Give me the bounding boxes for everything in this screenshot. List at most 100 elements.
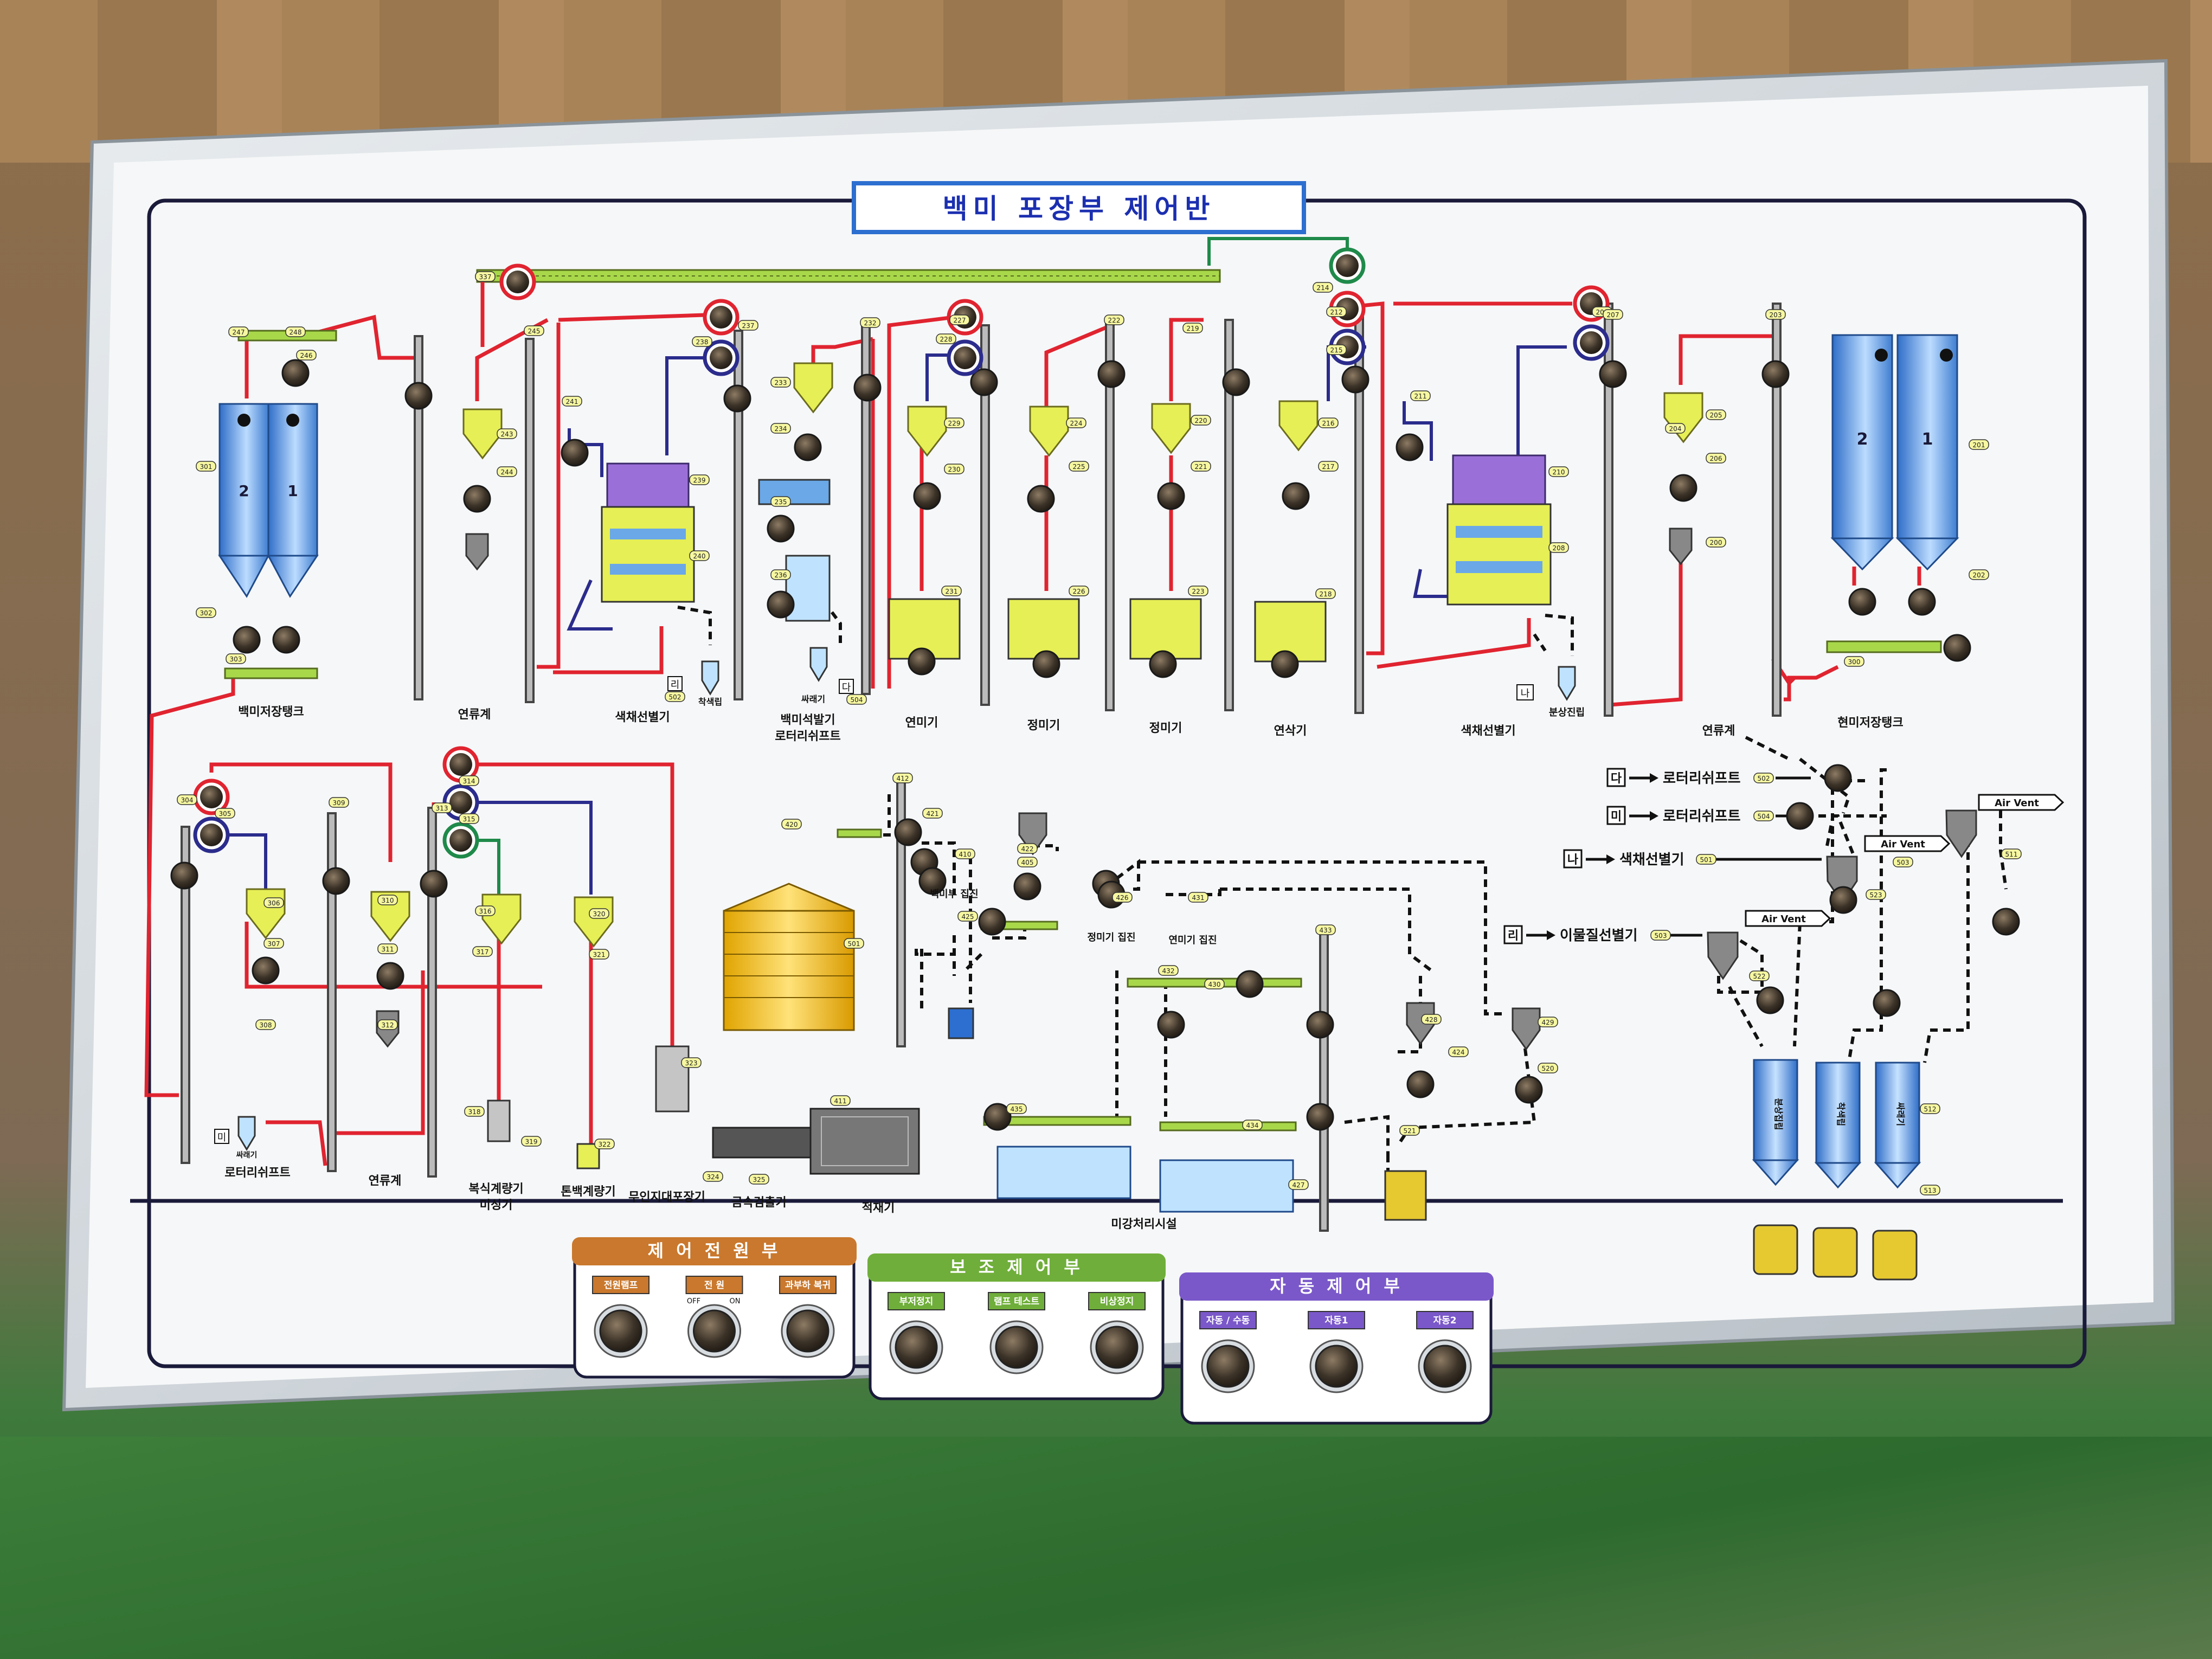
tag-badge bbox=[1104, 314, 1124, 325]
panel-title: 보 조 제 어 부 bbox=[950, 1257, 1083, 1277]
tag-number: 214 bbox=[1317, 284, 1329, 292]
button-label-box bbox=[592, 1276, 650, 1294]
panel-button[interactable] bbox=[599, 1309, 642, 1353]
label-weigher-sewer-2: 미싱기 bbox=[480, 1199, 513, 1212]
panel-button-label: 과부하 복귀 bbox=[785, 1280, 831, 1291]
tag-badge bbox=[226, 653, 246, 664]
ring-lamps bbox=[193, 247, 1610, 859]
button-label-box bbox=[988, 1292, 1045, 1310]
air-vent-1: Air Vent bbox=[1995, 798, 2039, 809]
indicator-lamp bbox=[1222, 368, 1250, 396]
air-vent-2: Air Vent bbox=[1881, 839, 1925, 850]
dust-collector-box bbox=[948, 1007, 974, 1039]
tag-badge bbox=[1017, 857, 1038, 867]
tag-number: 523 bbox=[1870, 891, 1882, 899]
tag-badge bbox=[1006, 1103, 1027, 1114]
tag-number: 233 bbox=[775, 379, 787, 387]
tag-number: 222 bbox=[1108, 317, 1121, 324]
tag-badge bbox=[459, 775, 479, 786]
panel-button[interactable] bbox=[1095, 1326, 1139, 1369]
button-label-box bbox=[779, 1276, 837, 1294]
panel-button[interactable] bbox=[1315, 1345, 1358, 1388]
label-color-sorter-b: 색채선별기 bbox=[1461, 724, 1515, 738]
ring-lamp-core bbox=[449, 753, 472, 776]
tag-badge bbox=[432, 802, 452, 813]
tag-number: 200 bbox=[1710, 539, 1722, 546]
tag-badge bbox=[1326, 344, 1347, 355]
panel-button-label: 비상정지 bbox=[1100, 1296, 1134, 1307]
tag-badge bbox=[196, 461, 216, 472]
indicator-lamp bbox=[420, 870, 448, 898]
label-polisher-3: 정미기 bbox=[1149, 722, 1182, 735]
legend-badge: 리 bbox=[1508, 929, 1519, 943]
tag-number: 434 bbox=[1246, 1122, 1259, 1129]
tag-badge bbox=[1158, 965, 1179, 976]
panel-header bbox=[867, 1253, 1166, 1282]
tag-badge bbox=[497, 466, 517, 477]
tag-badge bbox=[936, 333, 956, 344]
tag-badge bbox=[1538, 1017, 1558, 1027]
indicator-lamp bbox=[1149, 650, 1177, 678]
tag-number: 522 bbox=[1753, 973, 1766, 980]
title-box bbox=[852, 181, 1306, 234]
tag-number: 211 bbox=[1414, 393, 1427, 400]
panel-button[interactable] bbox=[995, 1326, 1038, 1369]
indicator-lamp bbox=[322, 867, 350, 895]
tag-number: 512 bbox=[1924, 1105, 1937, 1113]
tag-number: 304 bbox=[181, 796, 194, 804]
tag-number: 427 bbox=[1293, 1181, 1305, 1189]
indicator-lamp bbox=[1992, 908, 2020, 936]
tag-number: 228 bbox=[940, 336, 953, 343]
label-color-sorter-a: 색채선별기 bbox=[615, 711, 670, 724]
ring-lamp-core bbox=[449, 791, 472, 814]
switch-on-label: ON bbox=[730, 1297, 741, 1306]
panel-button[interactable] bbox=[1423, 1345, 1467, 1388]
legend-tag: 501 bbox=[1700, 856, 1713, 864]
indicator-lamp bbox=[170, 861, 198, 890]
indicator-lamp bbox=[908, 647, 936, 676]
tag-badge bbox=[1066, 417, 1086, 428]
button-label-box bbox=[1088, 1292, 1146, 1310]
tag-number: 226 bbox=[1073, 588, 1085, 595]
ring-lamp-core bbox=[710, 346, 732, 369]
panel-button[interactable] bbox=[786, 1309, 829, 1353]
indicator-lamp bbox=[894, 818, 922, 846]
tag-number: 426 bbox=[1116, 894, 1129, 902]
board-surface bbox=[86, 86, 2153, 1388]
tag-badge bbox=[1410, 390, 1431, 401]
tag-badge bbox=[1182, 323, 1203, 333]
tag-number: 235 bbox=[775, 498, 787, 506]
tag-badge bbox=[263, 938, 284, 949]
indicator-lamp bbox=[1786, 802, 1814, 830]
label-polisher-1: 연미기 bbox=[905, 716, 938, 730]
tag-badge bbox=[1866, 889, 1886, 900]
tag-badge bbox=[703, 1171, 723, 1182]
tag-number: 324 bbox=[707, 1173, 719, 1181]
legend-badge-box bbox=[1563, 849, 1583, 869]
panel-button[interactable] bbox=[1206, 1345, 1250, 1388]
tag-number: 502 bbox=[669, 693, 681, 701]
grain-silo bbox=[723, 883, 855, 1031]
panel-button[interactable] bbox=[895, 1326, 938, 1369]
tag-badge bbox=[1112, 892, 1133, 903]
label-dust-soft: 연미기 집진 bbox=[1168, 935, 1217, 946]
tag-number: 216 bbox=[1322, 420, 1335, 427]
tag-badge bbox=[770, 377, 791, 388]
legend-badge: 미 bbox=[1611, 810, 1622, 824]
indicator-lamp bbox=[1013, 872, 1041, 901]
badge-ri: 리 bbox=[671, 679, 680, 691]
tag-number: 230 bbox=[948, 466, 961, 473]
svg-text:2: 2 bbox=[1857, 430, 1868, 449]
tag-badge bbox=[922, 808, 943, 819]
tag-number: 308 bbox=[260, 1021, 272, 1029]
tag-badge bbox=[1844, 656, 1864, 667]
panel-button[interactable] bbox=[693, 1309, 736, 1353]
indicator-lamp bbox=[252, 956, 280, 985]
tag-badge bbox=[589, 908, 609, 919]
tag-number: 238 bbox=[696, 338, 709, 346]
ring-lamp-core bbox=[710, 306, 732, 329]
white-rice-tanks: 2 1 bbox=[218, 403, 319, 598]
tag-number: 244 bbox=[501, 468, 513, 476]
small-bins bbox=[237, 647, 1576, 1151]
tag-number: 223 bbox=[1192, 588, 1205, 595]
